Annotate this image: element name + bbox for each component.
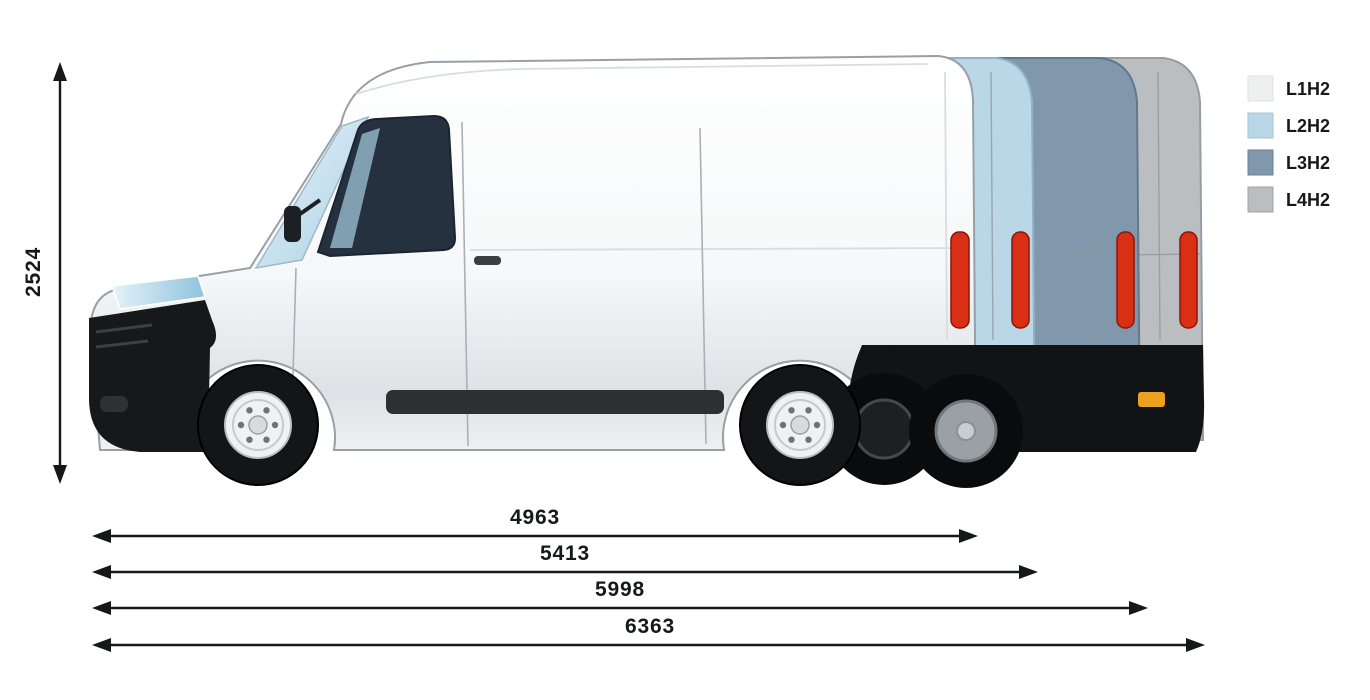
side-molding xyxy=(386,390,724,414)
window-reflection xyxy=(330,128,380,248)
legend-item-l3h2: L3H2 xyxy=(1247,149,1330,176)
length-dimensions: 4963 5413 5998 6363 xyxy=(92,506,1205,652)
mirror-arm xyxy=(298,198,322,216)
front-rim-ring xyxy=(232,399,284,451)
rear-lug-2 xyxy=(805,436,812,443)
side-mirror xyxy=(284,206,301,242)
length-value-l4: 6363 xyxy=(625,615,675,638)
length-value-l3: 5998 xyxy=(595,578,645,601)
van-body-l1 xyxy=(89,54,976,452)
front-lug-2 xyxy=(263,436,270,443)
legend-label-l2h2: L2H2 xyxy=(1286,116,1330,136)
length-l3-arrowhead-right xyxy=(1129,601,1148,615)
side-reflector xyxy=(1138,392,1165,407)
front-lug-5 xyxy=(246,407,253,414)
front-lug-6 xyxy=(263,407,270,414)
length-l4-arrowhead-left xyxy=(92,638,111,652)
legend-swatch-l1h2 xyxy=(1247,75,1274,102)
rear-hub xyxy=(790,415,810,435)
l1-taillight xyxy=(950,231,970,329)
rear-rim-ring xyxy=(774,399,826,451)
rear-lug-6 xyxy=(805,407,812,414)
l4h2-door-seam xyxy=(1157,71,1161,341)
door-handle xyxy=(474,256,501,265)
front-lug-3 xyxy=(246,436,253,443)
legend-swatch-l2h2 xyxy=(1247,112,1274,139)
front-hub xyxy=(248,415,268,435)
l1-rear-door-seam xyxy=(944,71,948,341)
l3h2-door-seam xyxy=(1094,71,1098,341)
rear-lug-4 xyxy=(779,421,787,429)
height-arrowhead-top xyxy=(53,62,67,81)
legend-label-l3h2: L3H2 xyxy=(1286,153,1330,173)
van-illustration xyxy=(89,54,1205,488)
legend-item-l4h2: L4H2 xyxy=(1247,186,1330,213)
front-lug-4 xyxy=(237,421,245,429)
legend-item-l1h2: L1H2 xyxy=(1247,75,1330,102)
headlight xyxy=(110,275,206,310)
length-l4-arrowhead-right xyxy=(1186,638,1205,652)
height-arrowhead-bottom xyxy=(53,465,67,484)
legend-swatch-l4h2 xyxy=(1247,186,1274,213)
grille-line-1 xyxy=(95,323,153,334)
length-value-l2: 5413 xyxy=(540,542,590,565)
legend: L1H2 L2H2 L3H2 L4H2 xyxy=(1247,75,1330,213)
extra-wheel-far-hub xyxy=(956,421,976,441)
front-lug-1 xyxy=(271,421,279,429)
l2h2-taillight xyxy=(1011,231,1030,329)
length-l1-arrowhead-right xyxy=(959,529,978,543)
legend-label-l1h2: L1H2 xyxy=(1286,79,1330,99)
van-body-outline xyxy=(89,54,976,451)
length-l3-arrowhead-left xyxy=(92,601,111,615)
length-l2-arrowhead-right xyxy=(1019,565,1038,579)
length-value-l1: 4963 xyxy=(510,506,560,529)
rear-lug-1 xyxy=(813,421,821,429)
length-l2-arrowhead-left xyxy=(92,565,111,579)
extra-wheel-mid-rim xyxy=(853,398,915,460)
fog-light xyxy=(100,396,128,412)
length-dimension-l2: 5413 xyxy=(92,542,1038,579)
rear-lug-5 xyxy=(788,407,795,414)
l2h2-door-seam xyxy=(990,71,994,341)
length-dimension-l1: 4963 xyxy=(92,506,978,543)
length-dimension-l3: 5998 xyxy=(92,578,1148,615)
grille-line-2 xyxy=(95,339,149,349)
length-dimension-l4: 6363 xyxy=(92,615,1205,652)
legend-item-l2h2: L2H2 xyxy=(1247,112,1330,139)
side-crease-line xyxy=(469,247,971,251)
length-l1-arrowhead-left xyxy=(92,529,111,543)
rear-lug-3 xyxy=(788,436,795,443)
front-wheel xyxy=(197,364,319,486)
legend-label-l4h2: L4H2 xyxy=(1286,190,1330,210)
front-bumper xyxy=(89,300,217,452)
extra-rear-wheel-far xyxy=(909,374,1023,488)
roof-highlight-line xyxy=(355,63,929,95)
l4h2-taillight xyxy=(1179,231,1198,329)
legend-swatch-l3h2 xyxy=(1247,149,1274,176)
height-value: 2524 xyxy=(22,247,45,297)
height-dimension: 2524 xyxy=(22,62,67,484)
l3h2-taillight xyxy=(1116,231,1135,329)
rear-wheel xyxy=(739,364,861,486)
